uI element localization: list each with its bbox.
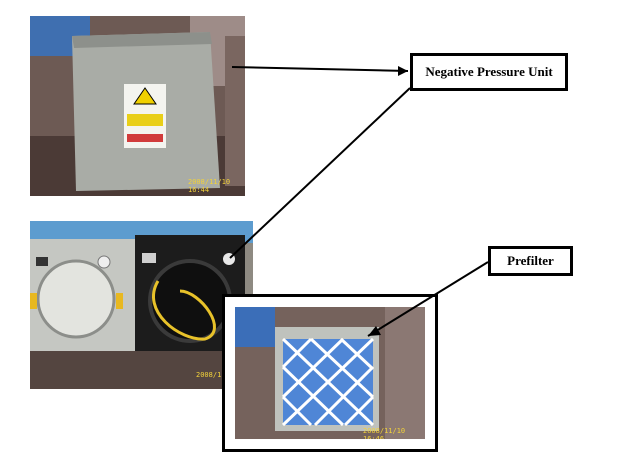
prefilter-label: Prefilter [507,253,554,268]
photo-timestamp: 2008/11/10 16:44 [188,178,231,194]
photo-negative-pressure-unit-side: 2008/11/1 [30,221,253,389]
npu-leader-top-arrowhead [398,66,408,76]
photo-timestamp: 2008/11/1 [196,371,234,379]
npu-leader-bottom [229,87,411,259]
photo-negative-pressure-unit-top: 2008/11/10 16:44 [30,16,245,196]
prefilter-callout: Prefilter [488,246,573,276]
prefilter-leader-arrowhead [368,326,381,336]
negative-pressure-unit-callout: Negative Pressure Unit [410,53,568,91]
photo-prefilter: 2008/11/10 16:46 [235,307,425,439]
prefilter-leader [367,261,489,337]
prefilter-photo-frame: 2008/11/10 16:46 [222,294,438,452]
npu-leader-top [231,66,409,72]
photo-timestamp: 2008/11/10 16:46 [363,427,406,439]
negative-pressure-unit-label: Negative Pressure Unit [425,64,553,79]
